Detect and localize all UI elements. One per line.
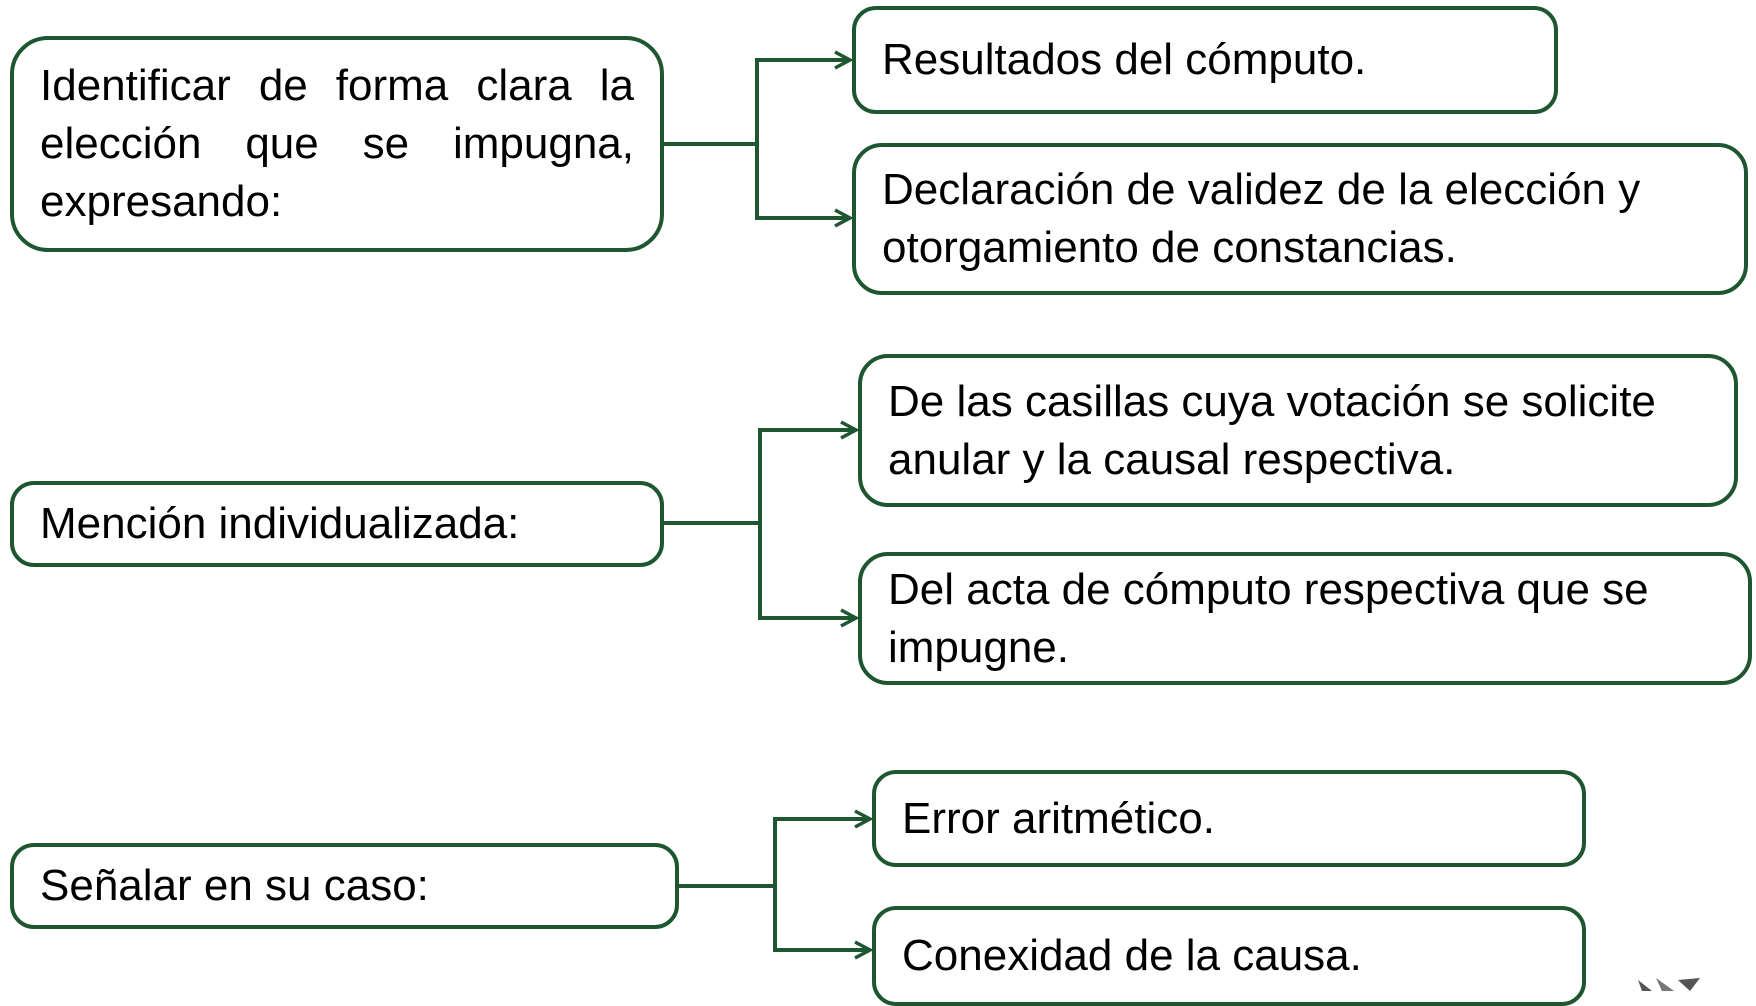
target-box-3-1-text: Error aritmético. (902, 793, 1215, 843)
target-box-2-1: De las casillas cuya votación se solicit… (858, 354, 1738, 507)
source-box-1-text: Identificar de forma clara la elección q… (40, 61, 634, 226)
target-box-1-1: Resultados del cómputo. (852, 6, 1558, 114)
target-box-2-2: Del acta de cómputo respectiva que se im… (858, 552, 1752, 685)
target-box-2-2-text: Del acta de cómputo respectiva que se im… (888, 564, 1649, 672)
target-box-1-2: Declaración de validez de la elección y … (852, 143, 1748, 295)
target-box-3-2-text: Conexidad de la causa. (902, 931, 1362, 980)
source-box-3: Señalar en su caso: (10, 843, 679, 929)
target-box-3-1: Error aritmético. (872, 770, 1586, 867)
target-box-3-2: Conexidad de la causa. (872, 906, 1586, 1006)
target-box-1-2-text: Declaración de validez de la elección y … (882, 165, 1641, 272)
source-box-3-text: Señalar en su caso: (40, 861, 429, 910)
target-box-2-1-text: De las casillas cuya votación se solicit… (888, 376, 1656, 484)
source-box-2: Mención individualizada: (10, 481, 664, 567)
logo-icon (1638, 978, 1700, 991)
target-box-1-1-text: Resultados del cómputo. (882, 35, 1367, 84)
source-box-2-text: Mención individualizada: (40, 499, 520, 548)
source-box-1: Identificar de forma clara la elección q… (10, 36, 664, 252)
